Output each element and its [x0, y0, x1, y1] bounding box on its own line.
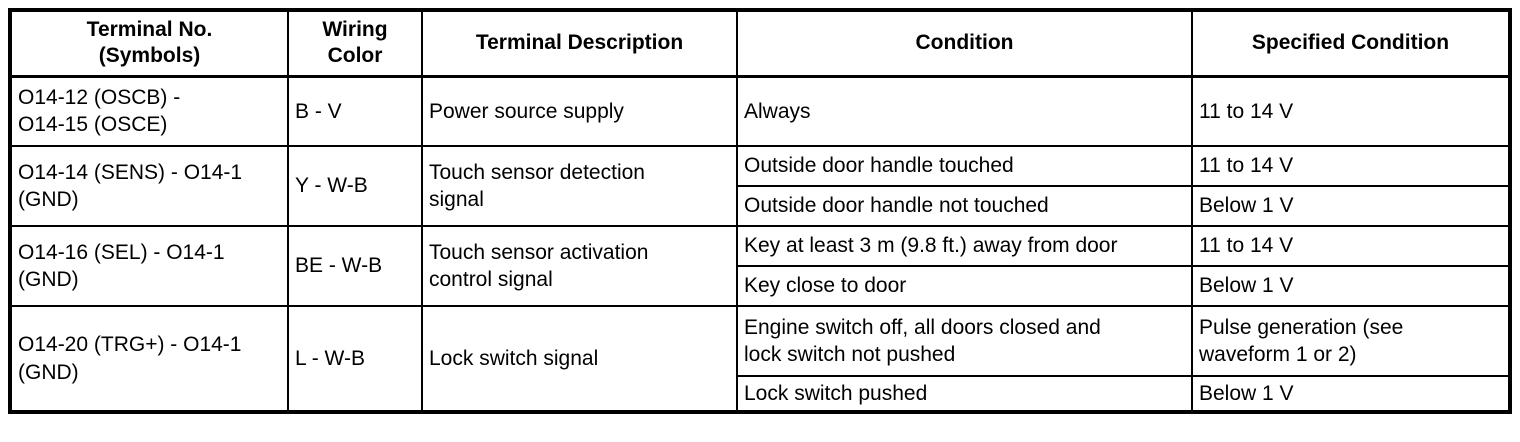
table-row: O14-12 (OSCB) - O14-15 (OSCE) B - V Powe…: [9, 75, 1511, 147]
wiring-color-cell: Y - W-B: [287, 145, 423, 227]
condition-cell: Outside door handle not touched: [736, 185, 1193, 227]
description-cell: Touch sensor detection signal: [421, 145, 738, 227]
condition-cell: Key at least 3 m (9.8 ft.) away from doo…: [736, 225, 1193, 267]
description-cell: Lock switch signal: [421, 305, 738, 413]
header-condition: Condition: [736, 9, 1193, 78]
specified-condition-cell: 11 to 14 V: [1191, 75, 1511, 147]
condition-cell: Engine switch off, all doors closed and …: [736, 305, 1193, 377]
condition-cell: Lock switch pushed: [736, 375, 1193, 413]
specified-condition-cell: Below 1 V: [1191, 375, 1511, 413]
specified-condition-cell: Below 1 V: [1191, 185, 1511, 227]
specified-condition-cell: Below 1 V: [1191, 265, 1511, 307]
header-wiring-color: Wiring Color: [287, 9, 423, 78]
condition-cell: Always: [736, 75, 1193, 147]
table-subrow: Key close to door Below 1 V: [10, 265, 1511, 307]
specified-condition-cell: Pulse generation (see waveform 1 or 2): [1191, 305, 1511, 377]
terminal-cell: O14-16 (SEL) - O14-1 (GND): [9, 225, 289, 307]
table-subrow: Outside door handle not touched Below 1 …: [10, 185, 1511, 227]
wiring-color-cell: B - V: [287, 75, 423, 147]
condition-cell: Key close to door: [736, 265, 1193, 307]
wiring-color-cell: L - W-B: [287, 305, 423, 413]
specified-condition-cell: 11 to 14 V: [1191, 145, 1511, 187]
header-terminal-no: Terminal No. (Symbols): [9, 9, 289, 78]
terminal-spec-table: Terminal No. (Symbols) Wiring Color Term…: [8, 8, 1512, 414]
condition-cell: Outside door handle touched: [736, 145, 1193, 187]
header-row: Terminal No. (Symbols) Wiring Color Term…: [9, 9, 1511, 78]
specified-condition-cell: 11 to 14 V: [1191, 225, 1511, 267]
table-row: O14-20 (TRG+) - O14-1 (GND) L - W-B Lock…: [9, 305, 1511, 413]
header-terminal-description: Terminal Description: [421, 9, 738, 78]
table-row: O14-16 (SEL) - O14-1 (GND) BE - W-B Touc…: [9, 225, 1511, 307]
terminal-cell: O14-20 (TRG+) - O14-1 (GND): [9, 305, 289, 413]
description-cell: Touch sensor activation control signal: [421, 225, 738, 307]
wiring-color-cell: BE - W-B: [287, 225, 423, 307]
table-row: O14-14 (SENS) - O14-1 (GND) Y - W-B Touc…: [9, 145, 1511, 227]
header-specified-condition: Specified Condition: [1191, 9, 1511, 78]
terminal-cell: O14-12 (OSCB) - O14-15 (OSCE): [9, 75, 289, 147]
table-subrow: Lock switch pushed Below 1 V: [10, 375, 1511, 413]
terminal-cell: O14-14 (SENS) - O14-1 (GND): [9, 145, 289, 227]
description-cell: Power source supply: [421, 75, 738, 147]
